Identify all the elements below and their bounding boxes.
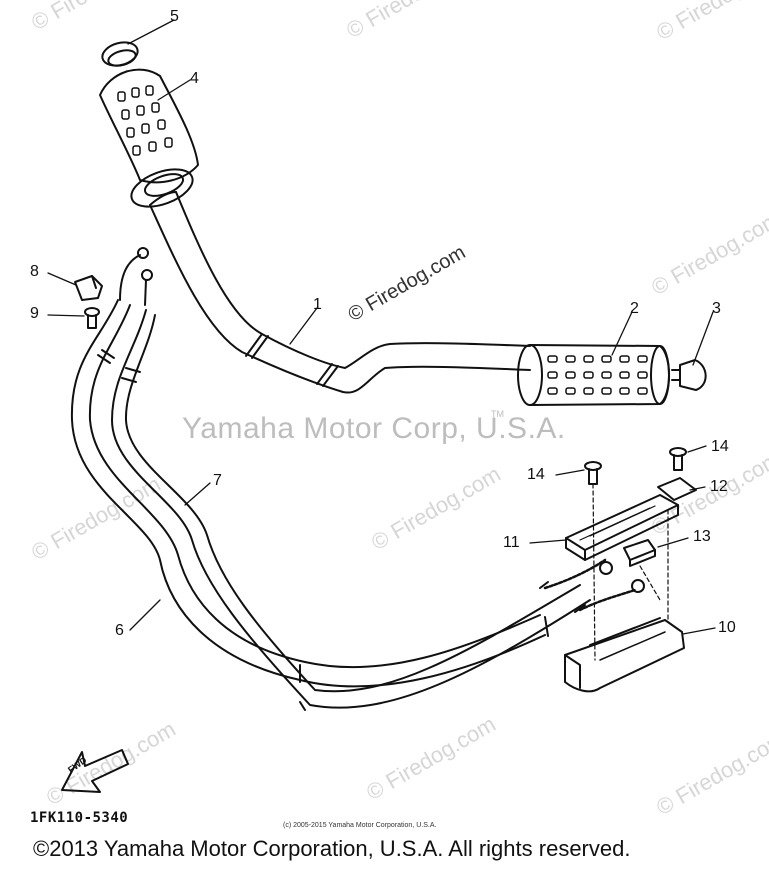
- screw-9: [84, 307, 100, 329]
- handlebar: [149, 191, 531, 394]
- left-grip: [99, 68, 199, 208]
- callout-8: 8: [30, 263, 39, 280]
- part-code: 1FK110-5340: [30, 810, 129, 826]
- plate-12: [657, 477, 697, 501]
- fwd-arrow: [61, 749, 129, 793]
- callout-12: 12: [710, 478, 728, 495]
- callout-1: 1: [313, 296, 322, 313]
- callout-2: 2: [630, 300, 639, 317]
- watermark-tm: TM: [491, 409, 504, 419]
- callout-9: 9: [30, 305, 39, 322]
- right-grip: [517, 344, 670, 406]
- holder-11: [565, 494, 679, 561]
- callout-14-right: 14: [711, 438, 729, 455]
- callout-3: 3: [712, 300, 721, 317]
- callout-10: 10: [718, 619, 736, 636]
- cable-6: [70, 299, 549, 688]
- callout-14-left: 14: [527, 466, 545, 483]
- callout-6: 6: [115, 622, 124, 639]
- cover-10: [564, 617, 685, 693]
- callout-11: 11: [503, 534, 520, 551]
- block-13: [623, 539, 656, 567]
- left-grip-end: [101, 41, 139, 67]
- callout-13: 13: [693, 528, 711, 545]
- right-grip-end: [671, 359, 707, 391]
- callout-4: 4: [190, 70, 199, 87]
- cable-7: [111, 309, 591, 711]
- watermark-yamaha: Yamaha Motor Corp, U.S.A.: [182, 412, 566, 445]
- small-copyright: (c) 2005-2015 Yamaha Motor Corporation, …: [283, 822, 437, 829]
- screw-14-left: [584, 461, 602, 485]
- cable-guide-8: [74, 275, 103, 301]
- callout-5: 5: [170, 8, 179, 25]
- callout-7: 7: [213, 472, 222, 489]
- screw-14-right: [669, 447, 687, 471]
- footer-copyright: ©2013 Yamaha Motor Corporation, U.S.A. A…: [33, 836, 631, 861]
